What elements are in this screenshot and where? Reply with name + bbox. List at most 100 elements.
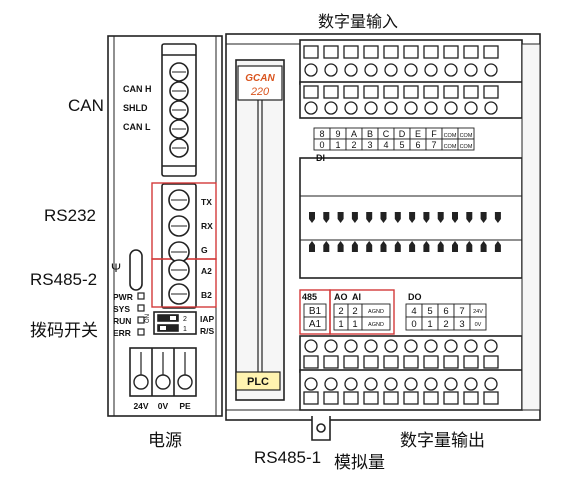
dip-on-label: ON xyxy=(145,314,151,323)
di-terminal-screw xyxy=(304,101,318,115)
di-cell-lower: 5 xyxy=(399,140,404,150)
do-cell-text: 7 xyxy=(459,306,464,317)
led-pin-bottom xyxy=(409,241,416,252)
led-pin-bottom xyxy=(437,241,444,252)
power-screw xyxy=(155,374,171,390)
led-pin-top xyxy=(466,212,473,223)
can-pin-label: CAN L xyxy=(123,122,151,132)
usb-port xyxy=(129,249,143,291)
do-terminal-square xyxy=(343,355,359,369)
di-terminal-screw xyxy=(424,101,438,115)
di-terminal-screw xyxy=(484,63,498,77)
di-terminal-screw xyxy=(404,101,418,115)
do-terminal-square xyxy=(483,355,499,369)
power-pin-label: PE xyxy=(179,401,191,411)
di-terminal-square xyxy=(403,45,419,59)
do-terminal-square xyxy=(463,391,479,405)
led-pin-top xyxy=(423,212,430,223)
do-cell-text: 5 xyxy=(427,306,432,317)
do-terminal-screw xyxy=(364,339,378,353)
analog-highlight xyxy=(329,289,395,335)
agnd-cell xyxy=(361,316,391,331)
di-cell-upper: F xyxy=(431,129,437,139)
brand-name: GCAN xyxy=(245,73,275,84)
led-label: SYS xyxy=(113,304,130,314)
di-terminal-screw xyxy=(364,63,378,77)
di-cell-lower: 4 xyxy=(383,140,388,150)
do-cell-text: 4 xyxy=(411,306,416,317)
label-digital-output: 数字量输出 xyxy=(400,431,485,450)
label-rs485-2: RS485-2 xyxy=(30,270,98,289)
led-pin-bottom xyxy=(480,241,487,252)
di-terminal-square xyxy=(383,45,399,59)
led-pin-bottom xyxy=(323,241,330,252)
do-terminal-screw xyxy=(344,339,358,353)
gcan-logo: GCAN 220 xyxy=(237,65,283,101)
di-cell-upper: C xyxy=(383,129,390,139)
label-power: 电源 xyxy=(148,431,182,450)
di-terminal-screw xyxy=(344,63,358,77)
di-terminal-square xyxy=(483,45,499,59)
led-pin-top xyxy=(452,212,458,223)
do-cell-text: 1 xyxy=(427,319,432,330)
do-terminal-screw xyxy=(424,339,438,353)
do-terminal-screw xyxy=(324,339,338,353)
power-pin-label: 24V xyxy=(133,401,148,411)
led-pin-bottom xyxy=(452,241,458,252)
led-indicator xyxy=(137,328,145,336)
label-digital-input: 数字量输入 xyxy=(318,14,399,31)
led-pin-top xyxy=(380,212,387,223)
di-cell-lower: 7 xyxy=(431,140,436,150)
di-cell-lower: 3 xyxy=(367,140,372,150)
do-terminal-square xyxy=(443,355,459,369)
do-head: DO xyxy=(408,292,422,302)
rs485-head: 485 xyxy=(302,292,317,302)
di-terminal-square xyxy=(323,45,339,59)
di-terminal-screw xyxy=(484,101,498,115)
do-terminal-screw xyxy=(444,339,458,353)
do-cell-text: 6 xyxy=(443,306,448,317)
di-terminal-square xyxy=(303,85,319,99)
do-terminal-screw xyxy=(444,377,458,391)
do-terminal-screw xyxy=(344,377,358,391)
di-table-cell xyxy=(457,138,475,151)
do-terminal-square xyxy=(423,355,439,369)
di-terminal-screw xyxy=(404,63,418,77)
di-terminal-screw xyxy=(384,63,398,77)
label-rs232: RS232 xyxy=(44,206,96,225)
do-terminal-screw xyxy=(384,377,398,391)
di-terminal-square xyxy=(403,85,419,99)
di-terminal-square xyxy=(463,85,479,99)
led-indicator xyxy=(137,304,145,312)
led-pin-bottom xyxy=(494,241,501,252)
do-terminal-screw xyxy=(464,339,478,353)
led-label: ERR xyxy=(113,328,131,338)
power-screw xyxy=(177,374,193,390)
di-cell-upper: D xyxy=(399,129,406,139)
di-terminal-square xyxy=(483,85,499,99)
di-terminal-square xyxy=(343,85,359,99)
do-cell xyxy=(469,316,487,331)
di-cell-lower: COM xyxy=(444,144,457,150)
di-terminal-square xyxy=(363,85,379,99)
do-terminal-screw xyxy=(404,339,418,353)
dip-digit-label: 2 xyxy=(183,316,187,323)
do-terminal-screw xyxy=(304,339,318,353)
di-terminal-square xyxy=(423,45,439,59)
ao-head: AO xyxy=(334,292,348,302)
di-terminal-square xyxy=(423,85,439,99)
di-terminal-screw xyxy=(364,101,378,115)
do-terminal-screw xyxy=(324,377,338,391)
do-terminal-screw xyxy=(424,377,438,391)
di-terminal-screw xyxy=(324,63,338,77)
led-pin-bottom xyxy=(394,241,401,252)
di-terminal-square xyxy=(303,45,319,59)
rs485-cell-text: A1 xyxy=(309,319,322,330)
di-cell-lower: 1 xyxy=(335,140,340,150)
do-terminal-screw xyxy=(364,377,378,391)
ai-cell-text: 2 xyxy=(352,306,357,317)
do-terminal-screw xyxy=(464,377,478,391)
do-terminal-square xyxy=(383,391,399,405)
power-pin-label: 0V xyxy=(158,401,169,411)
led-pin-top xyxy=(394,212,401,223)
